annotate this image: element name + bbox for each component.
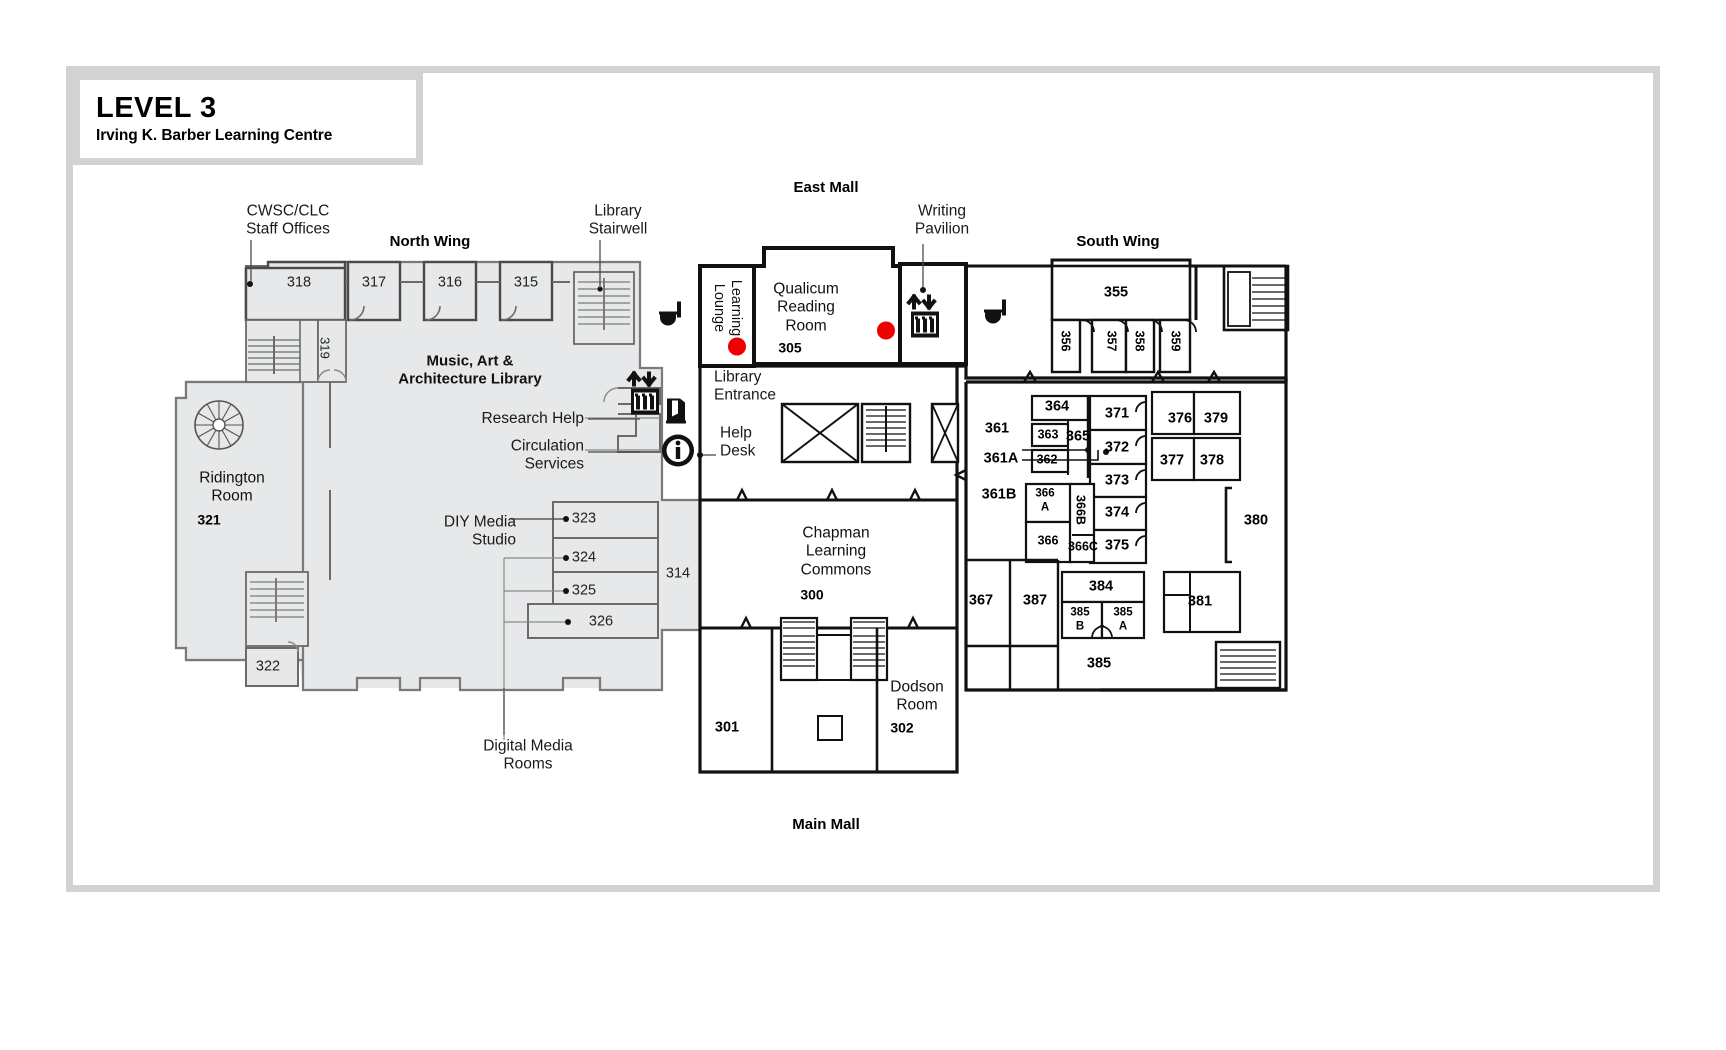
room-number-366-A: 366 A bbox=[1035, 487, 1055, 513]
callout-research-help: Research Help bbox=[481, 409, 584, 427]
room-number-315: 315 bbox=[513, 274, 539, 291]
room-number-373: 373 bbox=[1104, 472, 1130, 489]
callout-diy-media-studio: DIY Media Studio bbox=[443, 513, 516, 549]
elevator-icon bbox=[626, 370, 664, 422]
room-number-366: 366 bbox=[1037, 533, 1059, 548]
room-number-314: 314 bbox=[665, 565, 691, 582]
callout-help-desk: Help Desk bbox=[720, 424, 756, 460]
label-main-mall: Main Mall bbox=[792, 816, 860, 834]
room-number-361B: 361B bbox=[981, 486, 1017, 503]
callout-library-entrance: Library Entrance bbox=[714, 368, 777, 404]
space-qualicum-reading-room-number: 305 bbox=[778, 339, 802, 356]
room-number-361A: 361A bbox=[983, 450, 1019, 467]
building-name: Irving K. Barber Learning Centre bbox=[96, 127, 333, 145]
room-number-374: 374 bbox=[1104, 504, 1130, 521]
room-number-359: 359 bbox=[1168, 330, 1183, 352]
room-number-385-B: 385 B bbox=[1070, 606, 1090, 632]
room-number-377: 377 bbox=[1159, 452, 1185, 469]
space-ridington-room-name: Ridington Room bbox=[199, 469, 265, 505]
space-chapman-learning-commons-number: 300 bbox=[800, 586, 824, 603]
room-number-301: 301 bbox=[714, 719, 740, 736]
space-qualicum-reading-room-name: Qualicum Reading Room bbox=[773, 280, 839, 335]
room-number-379: 379 bbox=[1203, 410, 1229, 427]
room-number-385: 385 bbox=[1086, 655, 1112, 672]
title-block: LEVEL 3 Irving K. Barber Learning Centre bbox=[73, 73, 423, 165]
space-ridington-room-number: 321 bbox=[197, 511, 221, 528]
room-number-319: 319 bbox=[317, 337, 333, 359]
washroom-icon bbox=[657, 300, 685, 335]
room-number-372: 372 bbox=[1104, 439, 1130, 456]
room-number-385-A: 385 A bbox=[1113, 606, 1133, 632]
room-number-318: 318 bbox=[286, 274, 312, 291]
map-frame bbox=[66, 66, 1660, 892]
room-number-326: 326 bbox=[588, 613, 614, 630]
room-number-371: 371 bbox=[1104, 405, 1130, 422]
room-number-317: 317 bbox=[361, 274, 387, 291]
label-east-mall: East Mall bbox=[793, 179, 859, 197]
space-chapman-learning-commons-name: Chapman Learning Commons bbox=[800, 524, 872, 579]
label-north-wing: North Wing bbox=[389, 233, 471, 251]
washroom-icon bbox=[982, 298, 1010, 333]
red-location-dot bbox=[727, 337, 747, 362]
room-number-380: 380 bbox=[1243, 512, 1269, 529]
space-learning-lounge-name: Learning Lounge bbox=[711, 279, 745, 337]
space-dodson-room-name: Dodson Room bbox=[890, 678, 944, 714]
callout-writing-pavilion: Writing Pavilion bbox=[914, 202, 970, 238]
room-number-384: 384 bbox=[1088, 578, 1114, 595]
room-number-357: 357 bbox=[1104, 330, 1119, 352]
room-number-325: 325 bbox=[571, 582, 597, 599]
room-number-361: 361 bbox=[984, 420, 1010, 437]
room-number-324: 324 bbox=[571, 549, 597, 566]
room-number-356: 356 bbox=[1058, 330, 1073, 352]
room-number-366B: 366B bbox=[1073, 495, 1088, 525]
room-number-355: 355 bbox=[1103, 284, 1129, 301]
callout-digital-media-rooms: Digital Media Rooms bbox=[483, 737, 573, 773]
room-number-316: 316 bbox=[437, 274, 463, 291]
callout-circulation-services: Circulation Services bbox=[510, 437, 584, 473]
callout-library-stairwell: Library Stairwell bbox=[588, 202, 648, 238]
room-number-362: 362 bbox=[1036, 452, 1058, 467]
room-number-358: 358 bbox=[1132, 330, 1147, 352]
room-number-364: 364 bbox=[1044, 398, 1070, 415]
room-number-375: 375 bbox=[1104, 537, 1130, 554]
elevator-icon bbox=[906, 293, 944, 345]
callout-cwsc-clc-staff-offices: CWSC/CLC Staff Offices bbox=[246, 202, 330, 238]
room-number-376: 376 bbox=[1167, 410, 1193, 427]
room-number-378: 378 bbox=[1199, 452, 1225, 469]
room-number-365: 365 bbox=[1065, 428, 1091, 445]
label-south-wing: South Wing bbox=[1076, 233, 1160, 251]
space-music-art-architecture-library: Music, Art & Architecture Library bbox=[398, 352, 542, 387]
red-location-dot bbox=[876, 321, 896, 346]
information-icon bbox=[661, 434, 695, 473]
room-number-387: 387 bbox=[1022, 592, 1048, 609]
page-title: LEVEL 3 bbox=[96, 92, 217, 124]
book-icon bbox=[664, 397, 688, 432]
room-number-322: 322 bbox=[255, 658, 281, 675]
room-number-323: 323 bbox=[571, 510, 597, 527]
room-number-366C: 366C bbox=[1068, 539, 1098, 554]
room-number-363: 363 bbox=[1037, 427, 1059, 442]
room-number-381: 381 bbox=[1187, 593, 1213, 610]
room-number-367: 367 bbox=[968, 592, 994, 609]
space-dodson-room-number: 302 bbox=[890, 719, 914, 736]
